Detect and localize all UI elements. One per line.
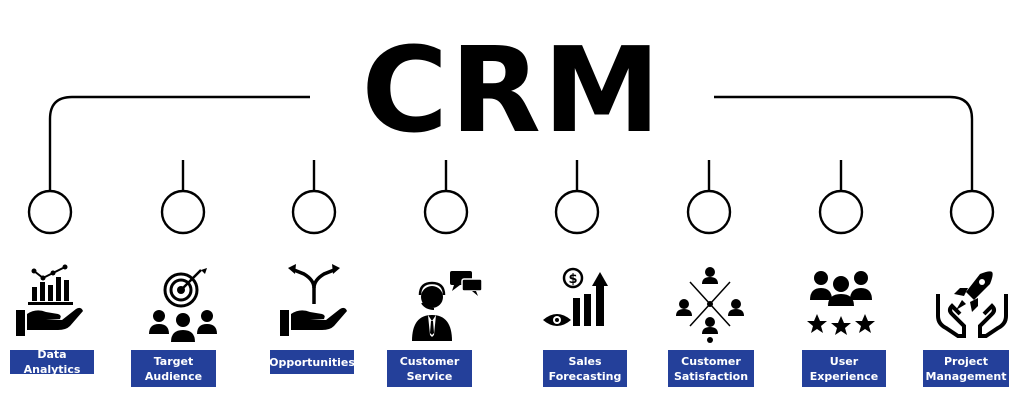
label-opportunities: Opportunities [269,350,355,374]
label-customer-service: Customer Service [387,350,472,387]
left-bracket-line [48,95,310,190]
node-circle-target-audience [160,189,206,235]
node-circle-project-management [949,189,995,235]
node-circle-customer-satisfaction [686,189,732,235]
svg-text:$: $ [568,272,577,287]
label-target-audience: Target Audience [131,350,216,387]
support-agent-icon [406,265,486,345]
people-network-icon [670,264,750,344]
right-bracket-line [714,95,974,190]
label-data-analytics: Data Analytics [10,348,94,376]
users-stars-icon [801,262,881,342]
label-user-experience: User Experience [802,350,886,387]
label-sales-forecasting: Sales Forecasting [543,350,627,387]
node-circle-opportunities [291,189,337,235]
hand-arrows-icon [274,262,354,342]
node-circle-user-experience [818,189,864,235]
node-circle-sales-forecasting [554,189,600,235]
diagram-title: CRM [361,21,663,159]
node-circle-customer-service [423,189,469,235]
forecast-chart-icon: $ [539,264,619,344]
label-customer-satisfaction: Customer Satisfaction [668,350,754,387]
label-project-management: Project Management [923,350,1009,387]
target-audience-icon [143,264,223,344]
node-circle-data-analytics [27,189,73,235]
hands-rocket-icon [932,264,1012,344]
hand-chart-icon [10,262,90,342]
